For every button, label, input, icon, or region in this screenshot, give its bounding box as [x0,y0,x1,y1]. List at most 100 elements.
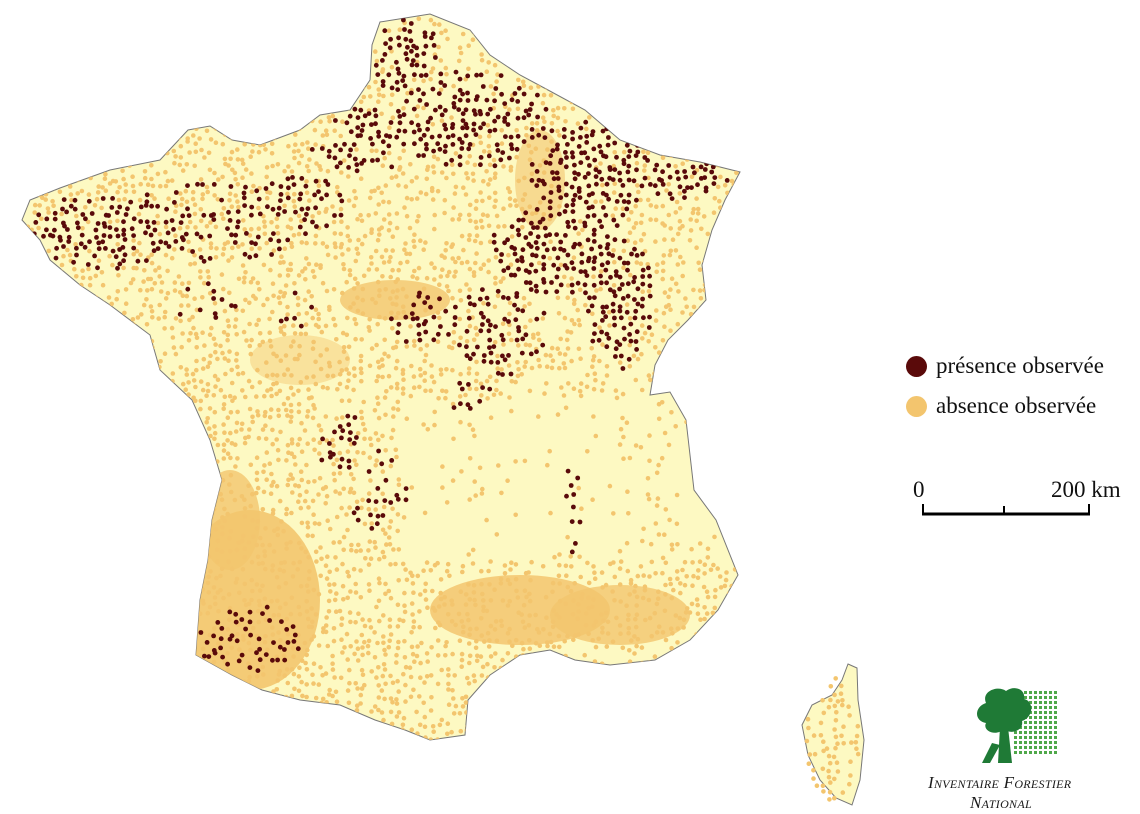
absence-dot [179,608,184,613]
absence-dot [737,58,740,63]
absence-dot [627,688,633,693]
absence-dot [324,132,330,138]
absence-dot [187,688,192,693]
absence-dot [88,685,93,691]
presence-dots [31,17,730,673]
absence-dot [243,167,249,172]
absence-dot [703,456,709,461]
absence-dot [585,97,590,102]
absence-dot [142,630,147,635]
absence-dot [641,231,647,237]
absence-dot [705,546,711,552]
absence-dot [610,639,616,644]
absence-dot [257,331,263,336]
absence-dot [500,44,505,49]
absence-dot [523,29,528,34]
absence-dot [314,161,319,166]
absence-dot [313,241,318,246]
absence-dot [347,505,352,510]
absence-dot [271,479,276,485]
absence-dot [123,731,128,737]
absence-dot [437,282,442,288]
absence-dot [338,231,344,237]
absence-dot [647,377,653,383]
absence-dot [642,16,648,22]
absence-dot [403,184,409,189]
absence-dot [66,570,72,576]
absence-dot [332,241,338,246]
absence-dot [449,619,455,624]
absence-dot [187,57,192,63]
absence-dot [61,505,67,511]
absence-dot [562,365,568,371]
absence-dot [37,602,43,607]
absence-dot [183,387,188,393]
absence-dot [15,253,20,258]
absence-dot [369,227,375,232]
absence-dot [179,344,184,350]
absence-dot [694,86,700,92]
absence-dot [421,105,426,111]
absence-dot [400,561,406,567]
absence-dot [717,392,722,398]
absence-dot [103,526,108,531]
corsica [801,663,865,806]
absence-dot [39,539,44,545]
absence-dot [242,506,248,511]
absence-dot [562,352,568,357]
absence-dot [220,252,226,257]
absence-dot [80,507,85,512]
absence-dot [43,107,48,112]
absence-dot [710,316,716,322]
absence-dot [164,554,169,559]
absence-dot [138,589,144,594]
absence-dot [381,554,387,560]
absence-dot [731,724,736,730]
absence-dot [523,728,529,734]
absence-dot [723,122,728,128]
absence-dot [135,667,141,673]
absence-dot [205,189,210,195]
absence-dot [384,389,389,394]
absence-dot [421,700,427,706]
absence-dot [250,149,255,154]
absence-dot [478,240,484,246]
absence-dot [165,290,171,296]
absence-dot [285,62,290,67]
absence-dot [284,546,289,551]
absence-dot [551,608,556,613]
absence-dot [239,135,244,140]
absence-dot [256,29,262,34]
absence-dot [150,315,155,320]
absence-dot [640,289,645,295]
absence-dot [352,651,357,657]
absence-dot [627,455,633,461]
absence-dot [466,641,472,646]
absence-dot [73,735,78,740]
absence-dot [123,631,128,636]
absence-dot [167,125,172,131]
absence-dot [102,357,108,363]
absence-dot [439,667,445,673]
absence-dot [544,42,550,47]
absence-dot [22,200,24,205]
absence-dot [711,701,717,707]
absence-dot [289,451,295,457]
absence-dot [95,637,100,643]
absence-dot [299,153,305,159]
absence-dot [459,651,465,657]
absence-dot [386,535,392,540]
absence-dot [583,302,588,308]
absence-dot [396,578,402,583]
absence-dot [22,697,25,702]
absence-dot [687,38,692,44]
absence-dot [250,518,255,523]
absence-dot [479,491,485,496]
absence-dot [332,477,338,483]
absence-dot [535,331,541,337]
absence-dot [60,392,66,398]
absence-dot [599,686,604,691]
absence-dot [214,672,220,677]
absence-dot [23,473,29,478]
absence-dot [142,405,148,410]
